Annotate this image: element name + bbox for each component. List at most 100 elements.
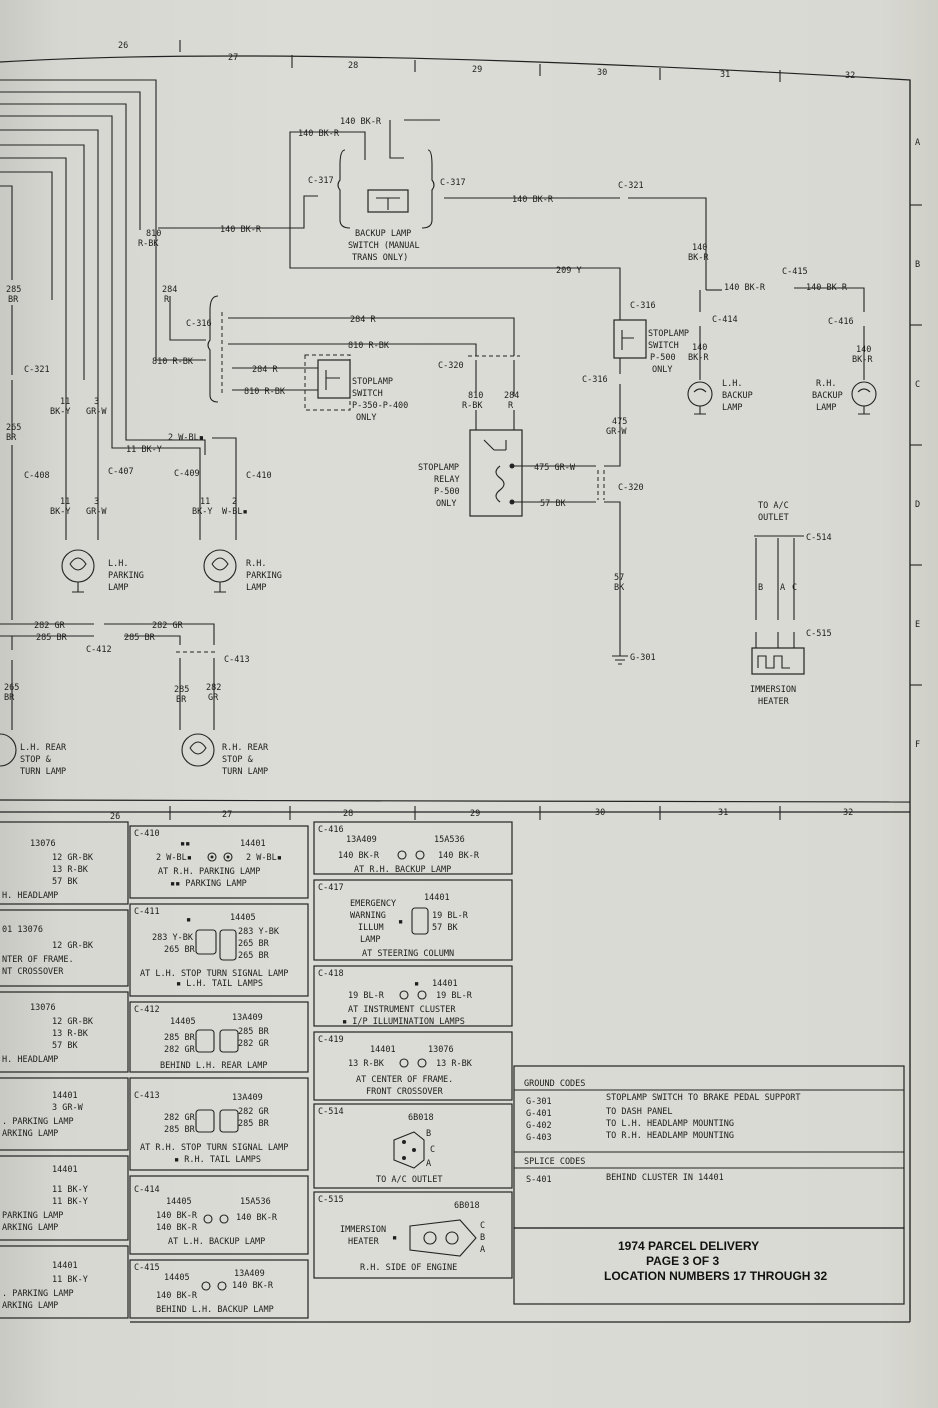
c411-id: C-411 bbox=[134, 907, 160, 917]
backup-switch-l3: TRANS ONLY) bbox=[352, 253, 408, 263]
stop-small-l1: STOPLAMP bbox=[352, 377, 393, 387]
lc1-l2: 13 R-BK bbox=[52, 865, 89, 875]
wire-140-b: 140 BK-R bbox=[298, 129, 340, 139]
col-32-bottom: 32 bbox=[843, 808, 853, 818]
conn-c316-c: C-316 bbox=[582, 375, 608, 385]
conn-c407: C-407 bbox=[108, 467, 134, 477]
title-line-2: PAGE 3 OF 3 bbox=[646, 1254, 719, 1268]
wire-11c-bky: BK-Y bbox=[50, 507, 70, 517]
c515-l1: IMMERSION bbox=[340, 1225, 386, 1235]
wire-2d: 2 bbox=[232, 497, 237, 507]
wire-140i-bkr: BK-R bbox=[852, 355, 873, 365]
col-31-bottom: 31 bbox=[718, 808, 728, 818]
wire-284c: 284 bbox=[504, 391, 519, 401]
c410-line: 2 W-BL▪ bbox=[156, 853, 192, 863]
conn-c316-b: C-316 bbox=[630, 301, 656, 311]
wire-140-a: 140 BK-R bbox=[340, 117, 382, 127]
wire-2d-wbl: W-BL▪ bbox=[222, 507, 248, 517]
lc5-num: 14401 bbox=[52, 1165, 78, 1175]
lc2-num: 01 13076 bbox=[2, 925, 43, 935]
c410-line-r: 2 W-BL▪ bbox=[246, 853, 282, 863]
c417-l3: ILLUM bbox=[358, 923, 384, 933]
wire-140e: 140 bbox=[692, 243, 707, 253]
wire-284c-r: R bbox=[508, 401, 514, 411]
pin-b: B bbox=[758, 583, 763, 593]
pin-a: A bbox=[780, 583, 785, 593]
lc2-n1: NTER OF FRAME. bbox=[2, 955, 74, 965]
wire-265c: 265 bbox=[4, 683, 19, 693]
title-line-3: LOCATION NUMBERS 17 THROUGH 32 bbox=[604, 1269, 827, 1283]
lc6-num: 14401 bbox=[52, 1261, 78, 1271]
wire-140-c: 140 BK-R bbox=[512, 195, 554, 205]
stop-small-l2: SWITCH bbox=[352, 389, 383, 399]
c414-id: C-414 bbox=[134, 1185, 160, 1195]
ground-code-1: G-301 bbox=[526, 1097, 552, 1107]
lh-rear-l1: L.H. REAR bbox=[20, 743, 67, 753]
wire-11d-bky: BK-Y bbox=[192, 507, 212, 517]
c416-l1: 140 BK-R bbox=[338, 851, 380, 861]
c410-mark: ▪▪ bbox=[180, 839, 190, 849]
wire-810-rbk3: 810 R-BK bbox=[244, 387, 286, 397]
conn-c413: C-413 bbox=[224, 655, 250, 665]
conn-c320-b: C-320 bbox=[618, 483, 644, 493]
c515-id: C-515 bbox=[318, 1195, 344, 1205]
relay-l2: RELAY bbox=[434, 475, 460, 485]
c413-id: C-413 bbox=[134, 1091, 160, 1101]
c514-p2: C bbox=[430, 1145, 435, 1155]
c419-n2: FRONT CROSSOVER bbox=[366, 1087, 444, 1097]
lc1-l3: 57 BK bbox=[52, 877, 78, 887]
wire-3a-grw: GR-W bbox=[86, 407, 107, 417]
c411-r3: 265 BR bbox=[238, 951, 270, 961]
col-31-top: 31 bbox=[720, 70, 730, 80]
stop-big-l1: STOPLAMP bbox=[648, 329, 689, 339]
wire-282d-gr: GR bbox=[208, 693, 219, 703]
wire-284-r: R bbox=[164, 295, 170, 305]
relay-l4: ONLY bbox=[436, 499, 456, 509]
ground-desc-1: STOPLAMP SWITCH TO BRAKE PEDAL SUPPORT bbox=[606, 1093, 800, 1103]
immersion-l2: HEATER bbox=[758, 697, 790, 707]
c413-n1: AT R.H. STOP TURN SIGNAL LAMP bbox=[140, 1143, 288, 1153]
lc6-n1: . PARKING LAMP bbox=[2, 1289, 74, 1299]
stop-big-l3: P-500 bbox=[650, 353, 676, 363]
c412-id: C-412 bbox=[134, 1005, 160, 1015]
c515-p1: C bbox=[480, 1221, 485, 1231]
c414-num-l: 14405 bbox=[166, 1197, 192, 1207]
lc3-l3: 57 BK bbox=[52, 1041, 78, 1051]
backup-switch-wiring bbox=[158, 119, 707, 300]
relay-l3: P-500 bbox=[434, 487, 460, 497]
c411-l2: 265 BR bbox=[164, 945, 196, 955]
lc2-n2: NT CROSSOVER bbox=[2, 967, 64, 977]
immersion-l1: IMMERSION bbox=[750, 685, 796, 695]
parking-lamps-wiring bbox=[61, 300, 237, 593]
wire-282gr: 282 GR bbox=[34, 621, 66, 631]
wire-284-r2: 284 R bbox=[350, 315, 376, 325]
wire-285br-2: 285 BR bbox=[124, 633, 156, 643]
splice-code-1: S-401 bbox=[526, 1175, 552, 1185]
c417-l1: EMERGENCY bbox=[350, 899, 396, 909]
c414-l2: 140 BK-R bbox=[156, 1223, 198, 1233]
row-f: F bbox=[915, 740, 920, 750]
c418-n2: ▪ I/P ILLUMINATION LAMPS bbox=[342, 1017, 465, 1027]
rh-park-l2: PARKING bbox=[246, 571, 282, 581]
wire-810-rbk: R-BK bbox=[138, 239, 159, 249]
c515-mark: ▪ bbox=[392, 1233, 397, 1243]
ground-codes-title: GROUND CODES bbox=[524, 1079, 585, 1089]
conn-c408: C-408 bbox=[24, 471, 50, 481]
rh-park-l1: R.H. bbox=[246, 559, 266, 569]
rh-backup-l2: BACKUP bbox=[812, 391, 843, 401]
lc1-l1: 12 GR-BK bbox=[52, 853, 94, 863]
c410-n1: AT R.H. PARKING LAMP bbox=[158, 867, 260, 877]
c419-id: C-419 bbox=[318, 1035, 344, 1045]
c415-num-r: 13A409 bbox=[234, 1269, 265, 1279]
c514-p3: A bbox=[426, 1159, 431, 1169]
col-27-bottom: 27 bbox=[222, 810, 232, 820]
c514-n1: TO A/C OUTLET bbox=[376, 1175, 443, 1185]
c413-l1: 282 GR bbox=[164, 1113, 196, 1123]
conn-c415: C-415 bbox=[782, 267, 808, 277]
wire-284-r3: 284 R bbox=[252, 365, 278, 375]
c411-n1: AT L.H. STOP TURN SIGNAL LAMP bbox=[140, 969, 288, 979]
c412-num-l: 14405 bbox=[170, 1017, 196, 1027]
lc5-l1: 11 BK-Y bbox=[52, 1185, 88, 1195]
c414-l1: 140 BK-R bbox=[156, 1211, 198, 1221]
